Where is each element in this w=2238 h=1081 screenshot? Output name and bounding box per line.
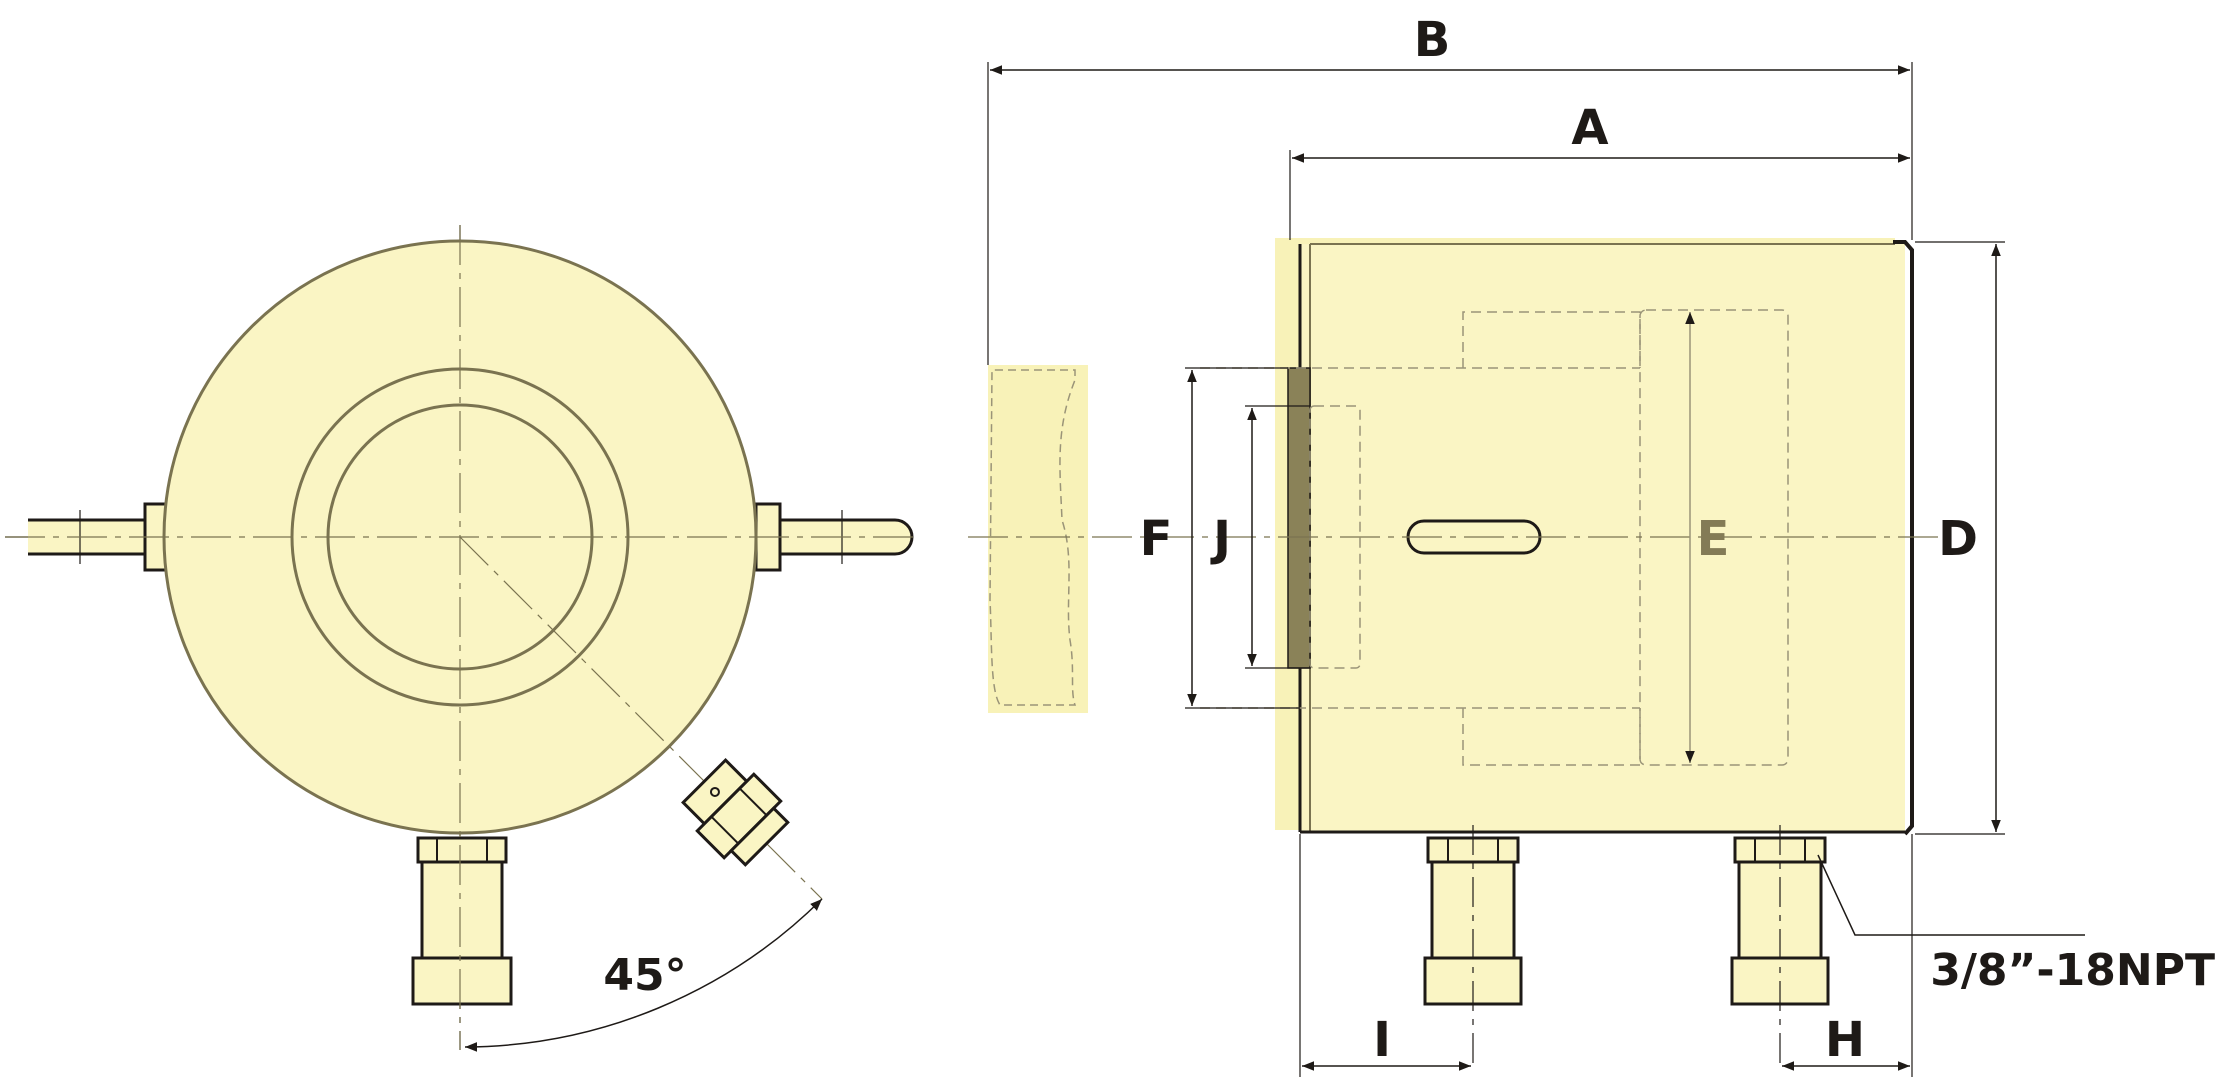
label-e: E	[1697, 511, 1730, 567]
plunger-face	[1287, 367, 1311, 669]
side-view: B A D E F J I H 3/8”-18NPT	[968, 12, 2215, 1077]
side-port-coupler-2	[1730, 825, 1830, 1070]
angle-arc	[464, 898, 823, 1052]
extension-lines	[987, 62, 2005, 1077]
extended-plunger-break	[989, 369, 1077, 706]
end-view: 45°	[5, 225, 915, 1052]
angled-port-fitting	[681, 758, 790, 867]
label-b: B	[1414, 12, 1451, 68]
side-port-coupler-1	[1423, 825, 1523, 1070]
bottom-port-coupler	[411, 836, 513, 1006]
label-j: J	[1210, 511, 1231, 567]
label-f: F	[1140, 511, 1173, 567]
thread-leader	[1817, 854, 2085, 936]
label-h: H	[1825, 1012, 1865, 1068]
diagonal-center-line	[459, 536, 823, 900]
angle-label: 45°	[603, 950, 686, 1001]
label-i: I	[1373, 1012, 1391, 1068]
body-right-edge	[1893, 240, 1914, 836]
plunger-highlight	[988, 365, 1088, 713]
label-a: A	[1571, 100, 1608, 156]
thread-spec-label: 3/8”-18NPT	[1930, 945, 2215, 996]
label-d: D	[1938, 511, 1978, 567]
